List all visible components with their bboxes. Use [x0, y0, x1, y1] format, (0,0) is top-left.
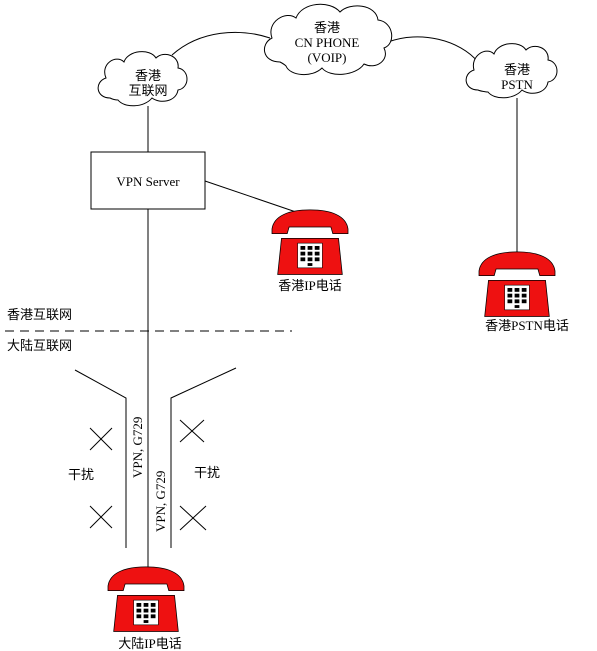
cloud-hk-pstn [465, 43, 558, 99]
boundary-top-label: 香港互联网 [7, 307, 73, 322]
interference-right-label: 干扰 [194, 465, 221, 480]
link-internet-cnphone [171, 31, 271, 56]
x-marks [89, 419, 207, 531]
right-link-label: VPN, G729 [153, 470, 168, 532]
cloud-hk-internet-label: 香港 互联网 [128, 68, 168, 98]
link-cnphone-pstn [387, 36, 479, 63]
left-funnel-line [74, 369, 127, 548]
boundary-bottom-label: 大陆互联网 [7, 338, 73, 353]
cloud-hk-pstn-label: 香港 PSTN [501, 62, 533, 92]
mainland-ip-phone-icon [107, 566, 185, 632]
vpn-server-label: VPN Server [116, 174, 180, 189]
hk-pstn-phone-icon [478, 251, 556, 317]
cloud-hk-internet [97, 51, 188, 107]
hk-ip-phone-icon [271, 209, 349, 275]
line-vpn-hkphone [204, 180, 297, 213]
cloud-cn-phone [264, 3, 393, 75]
left-link-label: VPN, G729 [130, 416, 145, 478]
mainland-ip-phone-label: 大陆IP电话 [118, 636, 182, 651]
vpn-server-box [90, 151, 206, 210]
interference-left-label: 干扰 [68, 467, 95, 482]
hk-pstn-phone-label: 香港PSTN电话 [485, 318, 569, 333]
right-funnel-line [170, 367, 237, 548]
hk-ip-phone-label: 香港IP电话 [278, 278, 342, 293]
cloud-cn-phone-label: 香港 CN PHONE (VOIP) [294, 20, 360, 65]
